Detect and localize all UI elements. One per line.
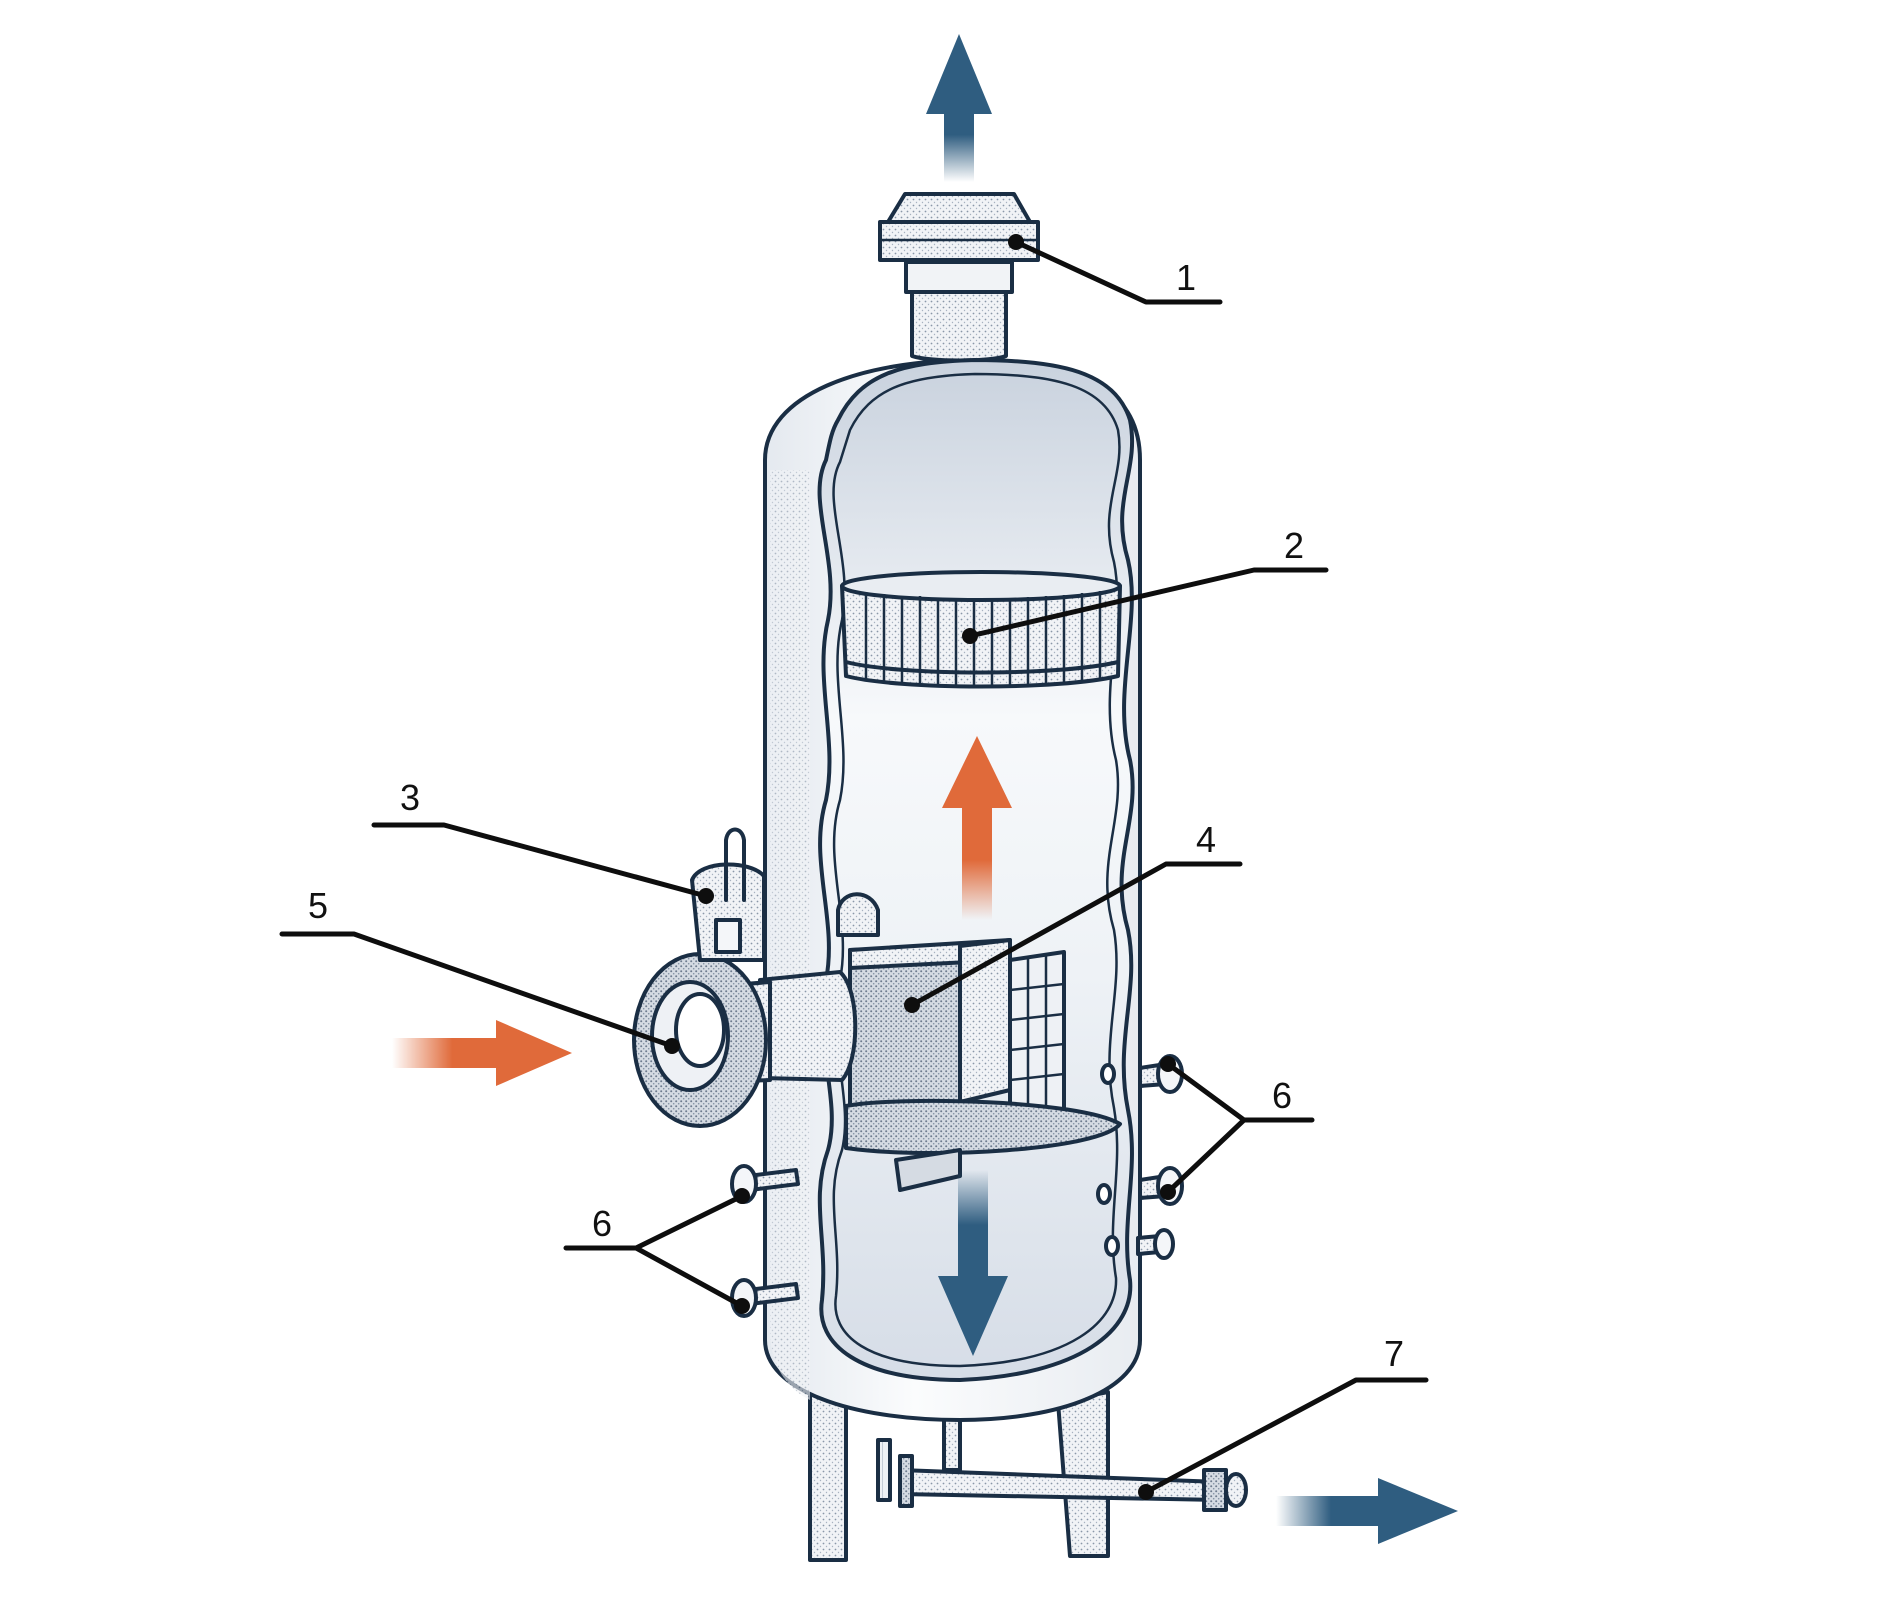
callout-label-2: 2 xyxy=(1284,525,1304,566)
callout-leader-1 xyxy=(1008,234,1223,305)
callout-label-6-right: 6 xyxy=(1272,1075,1292,1116)
callout-label-4: 4 xyxy=(1196,819,1216,860)
callout-leader-5 xyxy=(279,931,680,1054)
callout-leader-6-left xyxy=(563,1188,750,1314)
callout-leader-2 xyxy=(962,567,1329,644)
callout-leader-6-right xyxy=(1160,1056,1315,1200)
callout-leader-4 xyxy=(904,861,1243,1013)
inlet-arrow xyxy=(392,1020,572,1086)
callout-label-7: 7 xyxy=(1384,1333,1404,1374)
drain-outlet-arrow xyxy=(1276,1478,1458,1544)
callout-label-3: 3 xyxy=(400,777,420,818)
inlet-diverter xyxy=(836,892,1122,1192)
callout-label-1: 1 xyxy=(1176,257,1196,298)
callout-leader-7 xyxy=(1138,1377,1429,1500)
top-outlet-nozzle xyxy=(878,192,1040,363)
instrument-housing xyxy=(690,827,766,962)
inlet-nozzle xyxy=(632,952,858,1128)
demister-element xyxy=(840,570,1122,689)
side-nozzles-left xyxy=(730,1164,800,1318)
callout-label-5: 5 xyxy=(308,885,328,926)
callout-label-6-left: 6 xyxy=(592,1203,612,1244)
inner-falling-arrow xyxy=(938,1170,1008,1356)
top-outlet-arrow xyxy=(926,34,992,182)
callout-leader-3 xyxy=(371,822,714,904)
inner-rising-arrow xyxy=(942,736,1012,920)
